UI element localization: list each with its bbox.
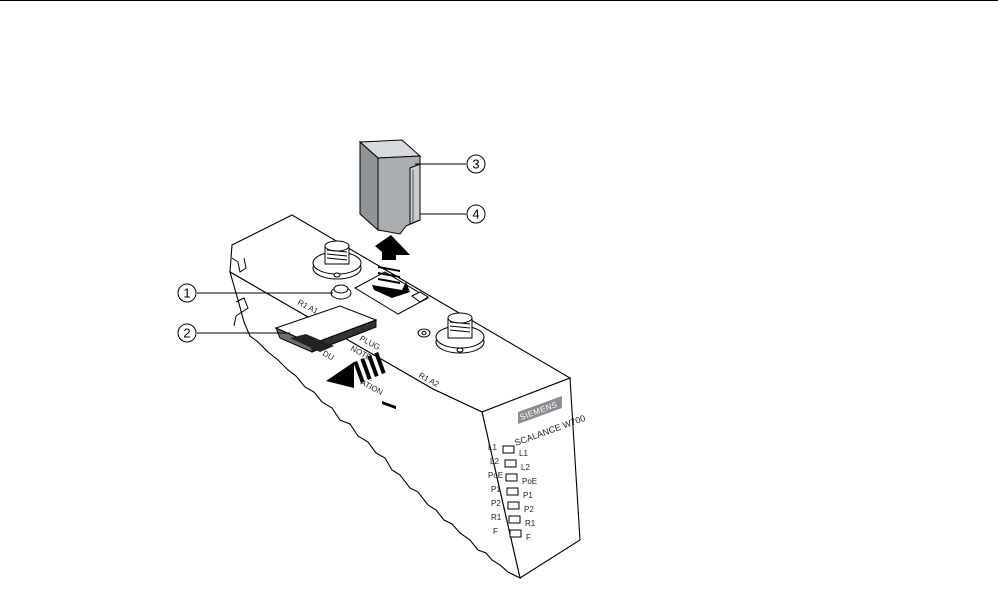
led-inner-label-f: F xyxy=(526,533,531,542)
led-outer-label-l1: L1 xyxy=(488,443,497,452)
led-outer-label-f: F xyxy=(493,527,498,536)
led-l1 xyxy=(503,446,514,453)
led-p1 xyxy=(507,488,518,495)
led-inner-label-p2: P2 xyxy=(524,505,534,514)
led-outer-label-p2: P2 xyxy=(491,499,501,508)
screw xyxy=(418,329,430,337)
led-outer-label-r1: R1 xyxy=(491,513,502,522)
led-inner-label-l2: L2 xyxy=(521,463,530,472)
led-inner-label-r1: R1 xyxy=(525,519,536,528)
callout-2-number: 2 xyxy=(183,326,190,341)
led-outer-label-l2: L2 xyxy=(490,457,499,466)
led-poe xyxy=(506,474,517,481)
callout-3-number: 3 xyxy=(472,157,479,172)
led-outer-label-poe: PoE xyxy=(488,471,503,480)
callout-4-number: 4 xyxy=(472,207,479,222)
led-inner-label-poe: PoE xyxy=(522,477,537,486)
callout-1-number: 1 xyxy=(183,286,190,301)
led-l2 xyxy=(505,460,516,467)
led-inner-label-p1: P1 xyxy=(523,491,533,500)
plug-module xyxy=(360,140,420,234)
led-inner-label-l1: L1 xyxy=(519,449,528,458)
led-outer-label-p1: P1 xyxy=(491,485,501,494)
led-f xyxy=(510,530,521,537)
led-r1 xyxy=(509,516,520,523)
callout-3: 3 xyxy=(415,155,485,173)
callout-4: 4 xyxy=(420,205,485,223)
led-p2 xyxy=(508,502,519,509)
